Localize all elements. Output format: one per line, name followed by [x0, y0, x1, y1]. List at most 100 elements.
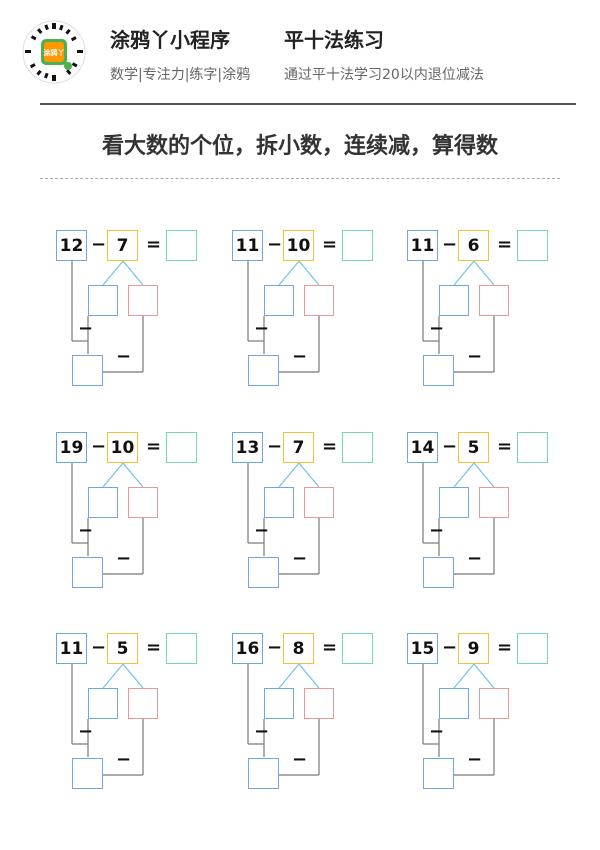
split-left-input-box[interactable] [264, 688, 294, 719]
connector-lines [422, 663, 495, 776]
split-left-input-box[interactable] [264, 487, 294, 518]
result-input-box[interactable] [423, 758, 454, 789]
connector-lines [422, 462, 495, 575]
result-minus-sign: − [292, 346, 308, 367]
connector-lines [247, 663, 320, 776]
answer-input-box[interactable] [517, 432, 548, 463]
answer-input-box[interactable] [342, 230, 373, 261]
answer-input-box[interactable] [342, 432, 373, 463]
branch-line-left [278, 260, 300, 286]
split-right-input-box[interactable] [128, 487, 158, 518]
result-input-box[interactable] [423, 355, 454, 386]
minuend-box: 15 [407, 633, 438, 664]
split-left-input-box[interactable] [88, 487, 118, 518]
equals-sign: = [497, 436, 513, 457]
brand-tags: 数学|专注力|练字|涂鸦 [110, 67, 251, 83]
subtrahend-box: 7 [283, 432, 314, 463]
branch-line-left [453, 462, 475, 488]
problem-card: 12−7=−− [56, 230, 236, 400]
connector-lines [247, 462, 320, 575]
result-minus-sign: − [467, 749, 483, 770]
header-divider [40, 103, 576, 105]
answer-input-box[interactable] [517, 633, 548, 664]
problem-card: 13−7=−− [232, 432, 412, 602]
result-input-box[interactable] [72, 355, 103, 386]
equals-sign: = [146, 234, 162, 255]
instruction-text: 看大数的个位，拆小数，连续减，算得数 [101, 134, 498, 159]
dashed-divider [40, 178, 560, 179]
connector-lines [71, 462, 144, 575]
branch-line-left [453, 663, 475, 689]
subtrahend-box: 7 [107, 230, 138, 261]
result-input-box[interactable] [72, 758, 103, 789]
split-minus-sign: − [78, 721, 94, 742]
result-input-box[interactable] [72, 557, 103, 588]
connector-lines [71, 260, 144, 373]
result-input-box[interactable] [248, 758, 279, 789]
answer-input-box[interactable] [166, 432, 197, 463]
split-right-input-box[interactable] [304, 688, 334, 719]
split-minus-sign: − [429, 318, 445, 339]
split-left-input-box[interactable] [88, 285, 118, 316]
result-minus-sign: − [116, 548, 132, 569]
subtrahend-box: 8 [283, 633, 314, 664]
problem-card: 19−10=−− [56, 432, 236, 602]
minus-sign: − [442, 436, 458, 457]
branch-line-right [473, 663, 495, 689]
result-minus-sign: − [292, 749, 308, 770]
minuend-box: 19 [56, 432, 87, 463]
wechat-mini-program-qr-icon: 涂鸦丫 [22, 20, 86, 84]
branch-line-left [453, 260, 475, 286]
split-right-input-box[interactable] [304, 285, 334, 316]
problem-card: 15−9=−− [407, 633, 587, 803]
split-right-input-box[interactable] [128, 285, 158, 316]
branch-line-left [278, 663, 300, 689]
answer-input-box[interactable] [166, 633, 197, 664]
equals-sign: = [322, 637, 338, 658]
split-left-input-box[interactable] [264, 285, 294, 316]
result-input-box[interactable] [248, 355, 279, 386]
minuend-box: 13 [232, 432, 263, 463]
minus-sign: − [267, 637, 283, 658]
branch-line-left [102, 462, 124, 488]
split-left-input-box[interactable] [88, 688, 118, 719]
split-right-input-box[interactable] [479, 688, 509, 719]
split-right-input-box[interactable] [479, 487, 509, 518]
split-left-input-box[interactable] [439, 688, 469, 719]
minus-sign: − [442, 234, 458, 255]
result-minus-sign: − [467, 346, 483, 367]
equals-sign: = [322, 234, 338, 255]
branch-line-left [102, 260, 124, 286]
minus-sign: − [91, 637, 107, 658]
connector-lines [422, 260, 495, 373]
branch-line-right [122, 663, 144, 689]
result-input-box[interactable] [423, 557, 454, 588]
subtrahend-box: 10 [283, 230, 314, 261]
subtrahend-box: 10 [107, 432, 138, 463]
split-right-input-box[interactable] [304, 487, 334, 518]
split-right-input-box[interactable] [479, 285, 509, 316]
worksheet-subtitle: 通过平十法学习20以内退位减法 [284, 67, 484, 83]
answer-input-box[interactable] [342, 633, 373, 664]
split-left-input-box[interactable] [439, 285, 469, 316]
split-minus-sign: − [254, 520, 270, 541]
minuend-box: 14 [407, 432, 438, 463]
minuend-box: 16 [232, 633, 263, 664]
result-minus-sign: − [292, 548, 308, 569]
split-minus-sign: − [254, 318, 270, 339]
subtrahend-box: 9 [458, 633, 489, 664]
problem-card: 14−5=−− [407, 432, 587, 602]
answer-input-box[interactable] [517, 230, 548, 261]
result-input-box[interactable] [248, 557, 279, 588]
branch-line-right [122, 260, 144, 286]
split-left-input-box[interactable] [439, 487, 469, 518]
split-right-input-box[interactable] [128, 688, 158, 719]
answer-input-box[interactable] [166, 230, 197, 261]
branch-line-right [473, 462, 495, 488]
result-minus-sign: − [116, 749, 132, 770]
minus-sign: − [91, 234, 107, 255]
minus-sign: − [91, 436, 107, 457]
equals-sign: = [497, 234, 513, 255]
result-minus-sign: − [467, 548, 483, 569]
